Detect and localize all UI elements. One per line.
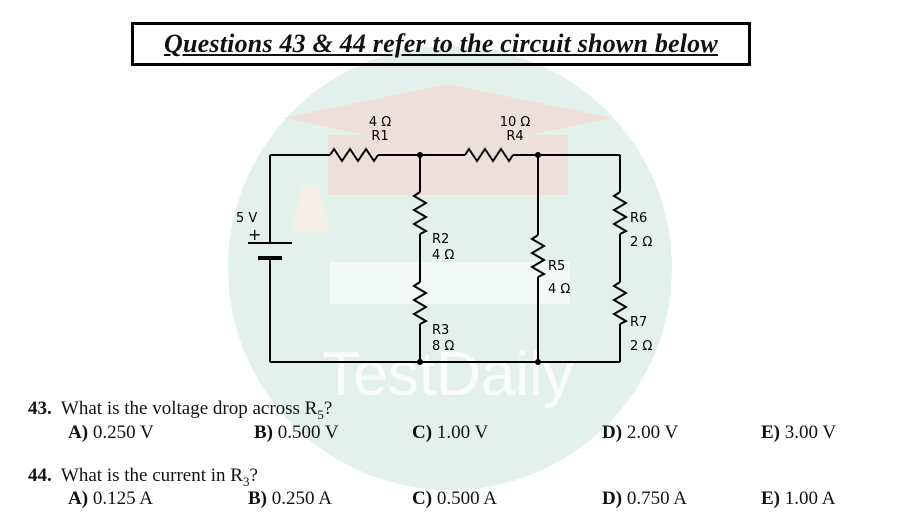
r3-name: R3	[432, 323, 449, 338]
title-box: Questions 43 & 44 refer to the circuit s…	[131, 22, 751, 66]
junction-dot	[535, 152, 541, 158]
graduation-cap-icon	[283, 84, 612, 304]
question-43-choice-c[interactable]: C) 1.00 V	[412, 422, 488, 444]
choice-letter: A)	[68, 488, 89, 509]
choice-value: 0.250 A	[271, 488, 332, 509]
battery: 5 V +	[236, 211, 292, 260]
r4-value: 10 Ω	[500, 115, 531, 130]
r5-value: 4 Ω	[548, 282, 570, 297]
battery-plus-sign: +	[248, 225, 261, 244]
question-44-choice-a[interactable]: A) 0.125 A	[68, 488, 153, 510]
question-43-stem: 43. What is the voltage drop across R5?	[28, 398, 332, 423]
choice-letter: E)	[761, 488, 780, 509]
r4-name: R4	[506, 129, 523, 144]
question-44-choice-d[interactable]: D) 0.750 A	[602, 488, 687, 510]
battery-voltage-label: 5 V	[236, 211, 257, 226]
question-44-stem: 44. What is the current in R3?	[28, 465, 258, 490]
r5-name: R5	[548, 259, 565, 274]
junctions	[417, 152, 541, 365]
question-43-choice-d[interactable]: D) 2.00 V	[602, 422, 678, 444]
choice-letter: B)	[248, 488, 267, 509]
question-subscript: 3	[242, 473, 250, 489]
resistor-r1	[329, 147, 379, 163]
choice-letter: D)	[602, 488, 623, 509]
r6-name: R6	[630, 211, 647, 226]
choice-value: 1.00 V	[436, 422, 489, 443]
question-44-choice-c[interactable]: C) 0.500 A	[412, 488, 497, 510]
r1-name: R1	[371, 129, 388, 144]
question-number: 44.	[28, 465, 52, 486]
question-end: ?	[323, 398, 333, 419]
choice-letter: B)	[254, 422, 273, 443]
resistor-r7	[612, 281, 629, 325]
question-43-choice-e[interactable]: E) 3.00 V	[761, 422, 836, 444]
r2-value: 4 Ω	[432, 248, 454, 263]
resistor-r6	[612, 191, 629, 235]
question-text: What is the voltage drop across R	[60, 398, 318, 419]
question-number: 43.	[28, 398, 52, 419]
question-44-choice-e[interactable]: E) 1.00 A	[761, 488, 835, 510]
r7-name: R7	[630, 315, 647, 330]
r6-value: 2 Ω	[630, 235, 652, 250]
choice-letter: E)	[761, 422, 780, 443]
question-43-choice-a[interactable]: A) 0.250 V	[68, 422, 154, 444]
r7-value: 2 Ω	[630, 339, 652, 354]
question-subscript: 5	[317, 406, 324, 422]
resistor-r4	[464, 147, 514, 163]
r1-value: 4 Ω	[369, 115, 391, 130]
page-title: Questions 43 & 44 refer to the circuit s…	[164, 29, 718, 58]
question-text: What is the current in R	[60, 465, 243, 486]
choice-letter: D)	[602, 422, 623, 443]
choice-value: 0.125 A	[92, 488, 153, 509]
junction-dot	[535, 359, 541, 365]
question-end: ?	[249, 465, 258, 486]
watermark-text: TestDaily	[322, 340, 574, 409]
choice-value: 1.00 A	[784, 488, 836, 509]
junction-dot	[417, 359, 423, 365]
resistor-r5	[530, 234, 547, 278]
r3-value: 8 Ω	[432, 339, 454, 354]
choice-letter: C)	[412, 488, 433, 509]
choice-letter: A)	[68, 422, 89, 443]
resistor-r3	[412, 281, 429, 325]
resistor-r2	[412, 191, 429, 235]
choice-value: 2.00 V	[626, 422, 679, 443]
choice-letter: C)	[412, 422, 433, 443]
choice-value: 0.750 A	[626, 488, 687, 509]
r2-name: R2	[432, 232, 449, 247]
choice-value: 0.500 V	[277, 422, 339, 443]
choice-value: 0.250 V	[92, 422, 154, 443]
choice-value: 3.00 V	[784, 422, 837, 443]
question-44-choice-b[interactable]: B) 0.250 A	[248, 488, 332, 510]
choice-value: 0.500 A	[436, 488, 497, 509]
question-43-choice-b[interactable]: B) 0.500 V	[254, 422, 339, 444]
junction-dot	[417, 152, 423, 158]
